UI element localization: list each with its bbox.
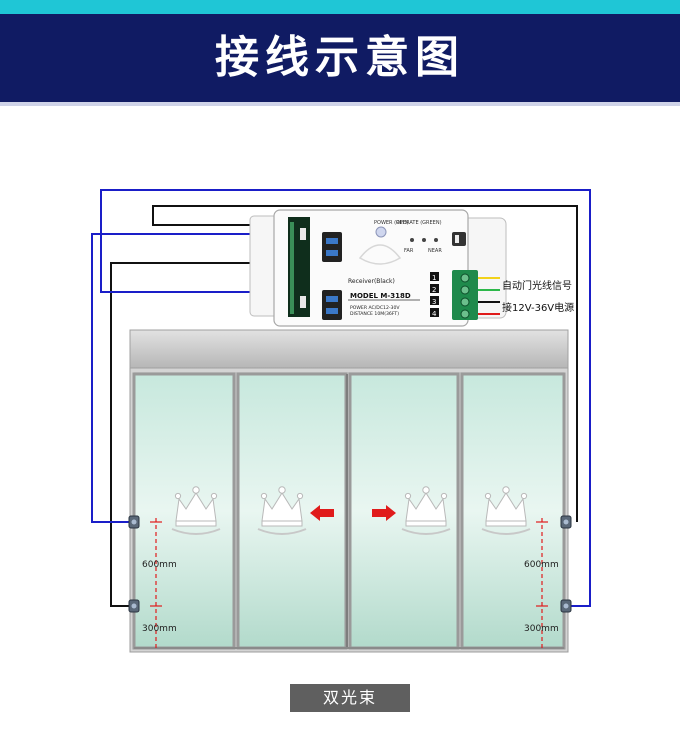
top-accent-stripe — [0, 0, 680, 14]
terminal-block — [452, 270, 478, 320]
far-label: FAR — [404, 248, 414, 254]
blue-wire-loop — [91, 189, 591, 607]
model-label: MODEL M-318D — [350, 292, 411, 300]
controller-box: POWER (RED) OPERATE (GREEN) FAR NEAR Rec… — [249, 209, 507, 327]
signal-wire-label: 自动门光线信号 — [502, 279, 572, 292]
power-spec: POWER AC/DC12-30V — [350, 305, 400, 311]
page-title: 接线示意图 — [215, 32, 465, 83]
sensor-head-icon — [128, 515, 140, 529]
measurement-lines — [155, 518, 543, 648]
sensor-head-icon — [560, 515, 572, 529]
upper-height-right: 600mm — [524, 560, 559, 570]
operate-led-label: OPERATE (GREEN) — [396, 220, 442, 226]
arrow-left-icon — [310, 505, 334, 521]
near-label: NEAR — [428, 248, 442, 254]
upper-height-left: 600mm — [142, 560, 177, 570]
receiver-label: Receiver(Black) — [348, 278, 395, 285]
black-wire-loop — [110, 205, 578, 607]
output-wires — [478, 277, 500, 315]
wiring-diagram: POWER (RED) OPERATE (GREEN) FAR NEAR Rec… — [91, 189, 591, 653]
header-divider — [0, 102, 680, 106]
terminal-numbers: 1 2 3 4 — [430, 272, 439, 318]
sensor-head-icon — [128, 599, 140, 613]
power-led-label: POWER (RED) — [374, 220, 409, 226]
terminal-4: 4 — [432, 310, 437, 318]
distance-spec: DISTANCE 10M(36FT) — [350, 311, 399, 317]
terminal-3: 3 — [432, 298, 436, 306]
lower-height-right: 300mm — [524, 624, 559, 634]
sensor-head-icon — [560, 599, 572, 613]
diagram-caption: 双光束 — [290, 684, 410, 712]
power-wire-label: 接12V-36V电源 — [502, 301, 574, 314]
header-banner: 接线示意图 — [0, 14, 680, 102]
terminal-1: 1 — [432, 274, 436, 282]
arrow-right-icon — [372, 505, 396, 521]
lower-height-left: 300mm — [142, 624, 177, 634]
terminal-2: 2 — [432, 286, 436, 294]
